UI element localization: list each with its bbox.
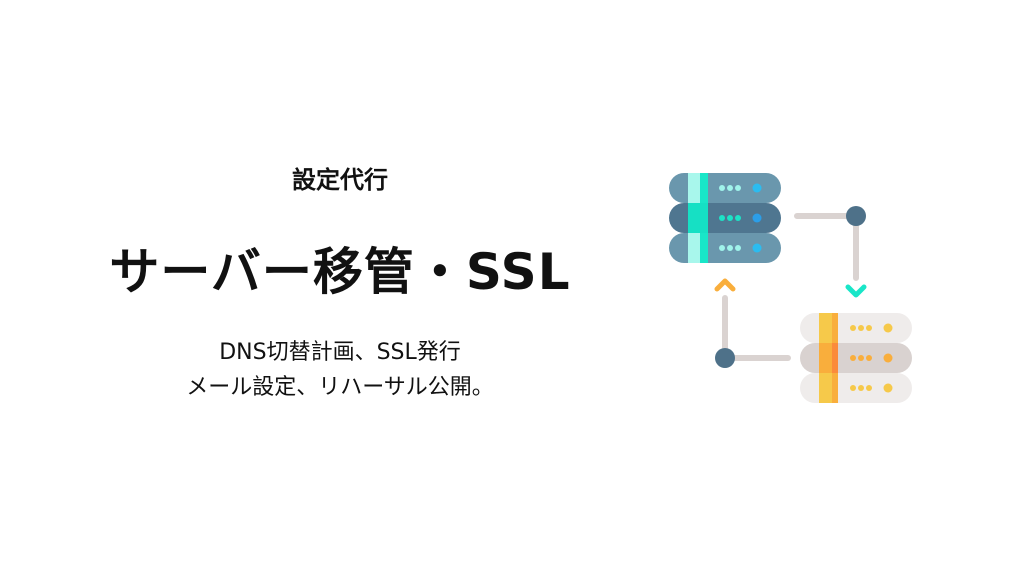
target-server-icon — [800, 313, 912, 403]
connector-lines — [722, 213, 859, 361]
node-bottom-icon — [715, 348, 735, 368]
page-title: サーバー移管・SSL — [109, 243, 571, 301]
source-server-icon — [669, 173, 781, 263]
chevron-up-icon — [714, 278, 736, 292]
node-top-icon — [846, 206, 866, 226]
description-line-2: メール設定、リハーサル公開。 — [186, 375, 494, 400]
description-line-1: DNS切替計画、SSL発行 — [219, 340, 461, 365]
kicker-label: 設定代行 — [292, 166, 388, 194]
chevron-down-icon — [845, 284, 867, 298]
